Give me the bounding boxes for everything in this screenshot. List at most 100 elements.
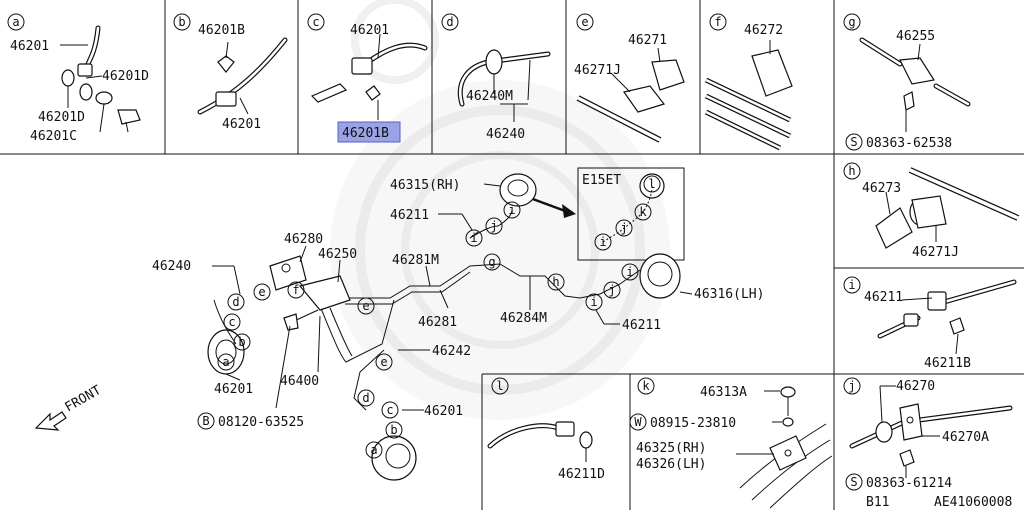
- part-label[interactable]: 46270A: [942, 430, 989, 445]
- diagram-code: AE41060008: [934, 495, 1012, 510]
- svg-text:d: d: [446, 15, 453, 29]
- part-label[interactable]: 08363-61214: [866, 476, 952, 491]
- part-label-highlighted[interactable]: 46201B: [342, 126, 389, 141]
- connector-letters: e f e d c b a i j i g h i j i e d c b a: [217, 201, 639, 459]
- prefix-badge: W: [629, 413, 647, 431]
- svg-text:a: a: [370, 443, 377, 457]
- part-label[interactable]: 46272: [744, 23, 783, 38]
- svg-text:h: h: [848, 164, 855, 178]
- part-label[interactable]: 46201: [10, 39, 49, 54]
- footer: B11 AE41060008: [866, 495, 1012, 510]
- part-label[interactable]: 08120-63525: [218, 415, 304, 430]
- panel-letter-l: l: [491, 377, 509, 395]
- part-label[interactable]: 46281M: [392, 253, 439, 268]
- svg-text:k: k: [639, 205, 647, 219]
- svg-text:W: W: [634, 415, 642, 429]
- part-label[interactable]: 46281: [418, 315, 457, 330]
- svg-text:k: k: [642, 379, 650, 393]
- panel-letter-e: e: [576, 13, 594, 31]
- svg-text:S: S: [850, 135, 857, 149]
- svg-text:S: S: [850, 475, 857, 489]
- part-label[interactable]: 46326(LH): [636, 457, 706, 472]
- part-label[interactable]: 46280: [284, 232, 323, 247]
- prefix-badge: S: [845, 133, 863, 151]
- svg-text:l: l: [648, 177, 655, 191]
- part-label[interactable]: 46201: [424, 404, 463, 419]
- svg-text:a: a: [222, 355, 229, 369]
- panel-l: l 46211D: [487, 377, 605, 482]
- svg-text:e: e: [581, 15, 588, 29]
- part-label[interactable]: 46284M: [500, 311, 547, 326]
- svg-text:j: j: [608, 283, 615, 297]
- svg-text:d: d: [362, 391, 369, 405]
- panel-letter-j: j: [843, 377, 861, 395]
- svg-text:i: i: [848, 278, 855, 292]
- part-label[interactable]: 46201C: [30, 129, 77, 144]
- svg-text:i: i: [626, 265, 633, 279]
- panel-f: f 46272: [704, 13, 793, 151]
- part-label[interactable]: 46240: [152, 259, 191, 274]
- svg-text:b: b: [238, 335, 245, 349]
- svg-text:c: c: [386, 403, 393, 417]
- part-label[interactable]: 46201D: [38, 110, 85, 125]
- svg-text:e: e: [362, 299, 369, 313]
- part-label[interactable]: 46271: [628, 33, 667, 48]
- svg-text:i: i: [470, 231, 477, 245]
- svg-text:b: b: [178, 15, 185, 29]
- part-label[interactable]: 46240: [486, 127, 525, 142]
- svg-text:a: a: [12, 15, 19, 29]
- part-label[interactable]: 46325(RH): [636, 441, 706, 456]
- part-label[interactable]: 46255: [896, 29, 935, 44]
- part-label[interactable]: 46313A: [700, 385, 747, 400]
- panel-c: c 46201 46201B: [307, 13, 428, 143]
- part-label[interactable]: 46211: [622, 318, 661, 333]
- svg-text:e: e: [380, 355, 387, 369]
- watermark-seal: [330, 0, 670, 420]
- panel-i: i 46211 46211B: [843, 276, 1017, 371]
- part-label[interactable]: 46211B: [924, 356, 971, 371]
- inset-e15et: E15ET l k j i: [577, 167, 685, 261]
- panel-letter-b: b: [173, 13, 191, 31]
- inset-title: E15ET: [582, 173, 621, 188]
- svg-text:g: g: [848, 15, 855, 29]
- part-label[interactable]: 46315(RH): [390, 178, 460, 193]
- svg-text:j: j: [490, 219, 497, 233]
- part-label[interactable]: 46211: [390, 208, 429, 223]
- part-label[interactable]: 46400: [280, 374, 319, 389]
- part-label[interactable]: 46316(LH): [694, 287, 764, 302]
- svg-text:j: j: [848, 379, 855, 393]
- panel-letter-i: i: [843, 276, 861, 294]
- panel-j: j 46270 46270A S 08363-61214: [843, 377, 1013, 491]
- prefix-badge: S: [845, 473, 863, 491]
- part-label[interactable]: 46270: [896, 379, 935, 394]
- part-label[interactable]: 08363-62538: [866, 136, 952, 151]
- svg-text:i: i: [590, 295, 597, 309]
- svg-text:e: e: [258, 285, 265, 299]
- highlighted-part[interactable]: [337, 121, 401, 143]
- part-label[interactable]: 46201: [222, 117, 261, 132]
- panel-g: g 46255 S 08363-62538: [843, 13, 971, 151]
- panel-letter-k: k: [637, 377, 655, 395]
- part-label[interactable]: 46211: [864, 290, 903, 305]
- part-label[interactable]: 46201D: [102, 69, 149, 84]
- part-label[interactable]: 46271J: [912, 245, 959, 260]
- svg-text:g: g: [488, 255, 495, 269]
- panel-b: b 46201B 46201: [173, 13, 288, 132]
- part-label[interactable]: 46242: [432, 344, 471, 359]
- part-label[interactable]: 46271J: [574, 63, 621, 78]
- prefix-badge: B: [197, 412, 215, 430]
- part-label[interactable]: 46201B: [198, 23, 245, 38]
- part-label[interactable]: 46211D: [558, 467, 605, 482]
- svg-text:c: c: [228, 315, 235, 329]
- part-label[interactable]: 46273: [862, 181, 901, 196]
- part-label[interactable]: 08915-23810: [650, 416, 736, 431]
- svg-text:b: b: [390, 423, 397, 437]
- model-code: B11: [866, 495, 889, 510]
- panel-letter-g: g: [843, 13, 861, 31]
- part-label[interactable]: 46201: [214, 382, 253, 397]
- svg-text:f: f: [292, 283, 299, 297]
- part-label[interactable]: 46250: [318, 247, 357, 262]
- panel-letter-h: h: [843, 162, 861, 180]
- part-label[interactable]: 46201: [350, 23, 389, 38]
- part-label[interactable]: 46240M: [466, 89, 513, 104]
